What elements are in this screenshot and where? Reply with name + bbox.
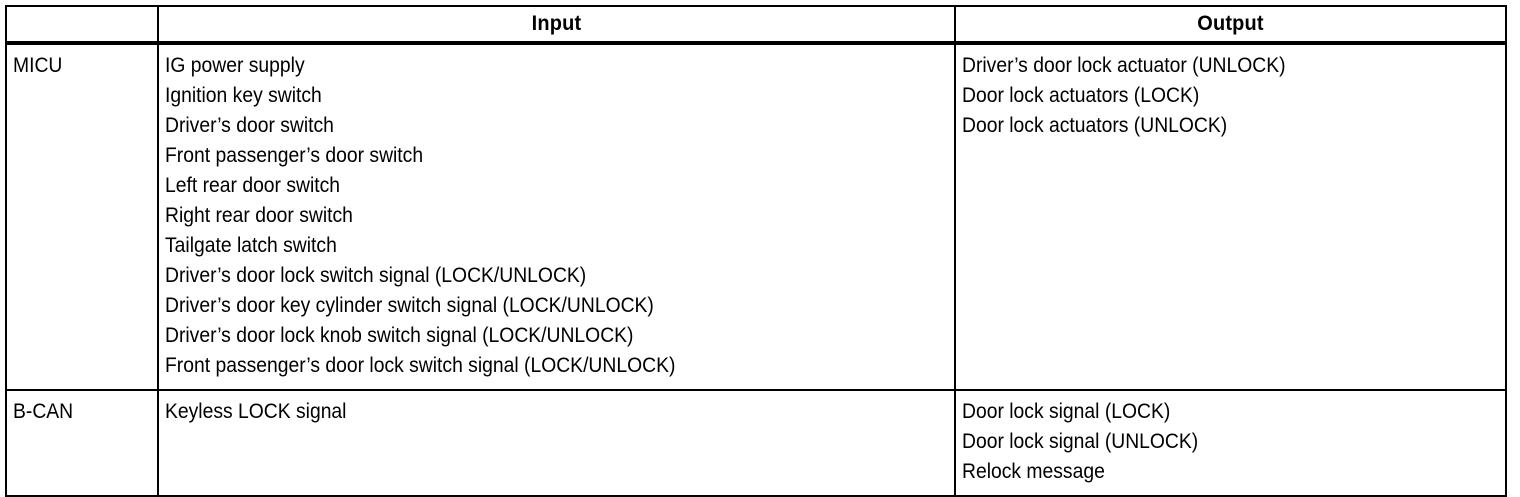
output-list-micu: Driver’s door lock actuator (UNLOCK) Door… [962,51,1505,141]
list-item: Driver’s door lock actuator (UNLOCK) [962,54,1286,77]
list-item: Driver’s door key cylinder switch signal… [165,294,654,317]
table-header-row: Input Output [5,5,1507,45]
list-item: Tailgate latch switch [165,234,337,257]
unit-label-bcan: B-CAN [13,400,74,423]
list-item: Driver’s door lock knob switch signal (L… [165,324,634,347]
cell-unit-micu: MICU [5,42,159,391]
cell-input-bcan: Keyless LOCK signal [157,389,956,497]
table-header: Input Output [5,5,1507,45]
column-header-output-label: Output [1197,12,1264,35]
unit-label-micu: MICU [13,54,63,77]
output-list-bcan: Door lock signal (LOCK) Door lock signal … [962,397,1505,487]
list-item: Keyless LOCK signal [165,400,347,423]
column-header-output: Output [954,5,1507,45]
list-item: IG power supply [165,54,305,77]
cell-output-micu: Driver’s door lock actuator (UNLOCK) Door… [954,42,1507,391]
cell-output-bcan: Door lock signal (LOCK) Door lock signal … [954,389,1507,497]
column-header-input-label: Input [531,12,582,35]
list-item: Driver’s door lock switch signal (LOCK/U… [165,264,587,287]
list-item: Door lock actuators (LOCK) [962,84,1200,107]
list-item: Driver’s door switch [165,114,334,137]
list-item: Ignition key switch [165,84,322,107]
list-item: Relock message [962,460,1105,483]
column-header-unit [5,5,159,45]
column-header-input: Input [157,5,956,45]
list-item: Right rear door switch [165,204,353,227]
list-item: Door lock signal (UNLOCK) [962,430,1199,453]
list-item: Left rear door switch [165,174,341,197]
input-list-bcan: Keyless LOCK signal [165,397,954,427]
list-item: Door lock signal (LOCK) [962,400,1171,423]
cell-unit-bcan: B-CAN [5,389,159,497]
list-item: Front passenger’s door switch [165,144,424,167]
table-row: B-CAN Keyless LOCK signal Door lock sign… [5,389,1507,497]
list-item: Front passenger’s door lock switch signa… [165,354,676,377]
list-item: Door lock actuators (UNLOCK) [962,114,1228,137]
